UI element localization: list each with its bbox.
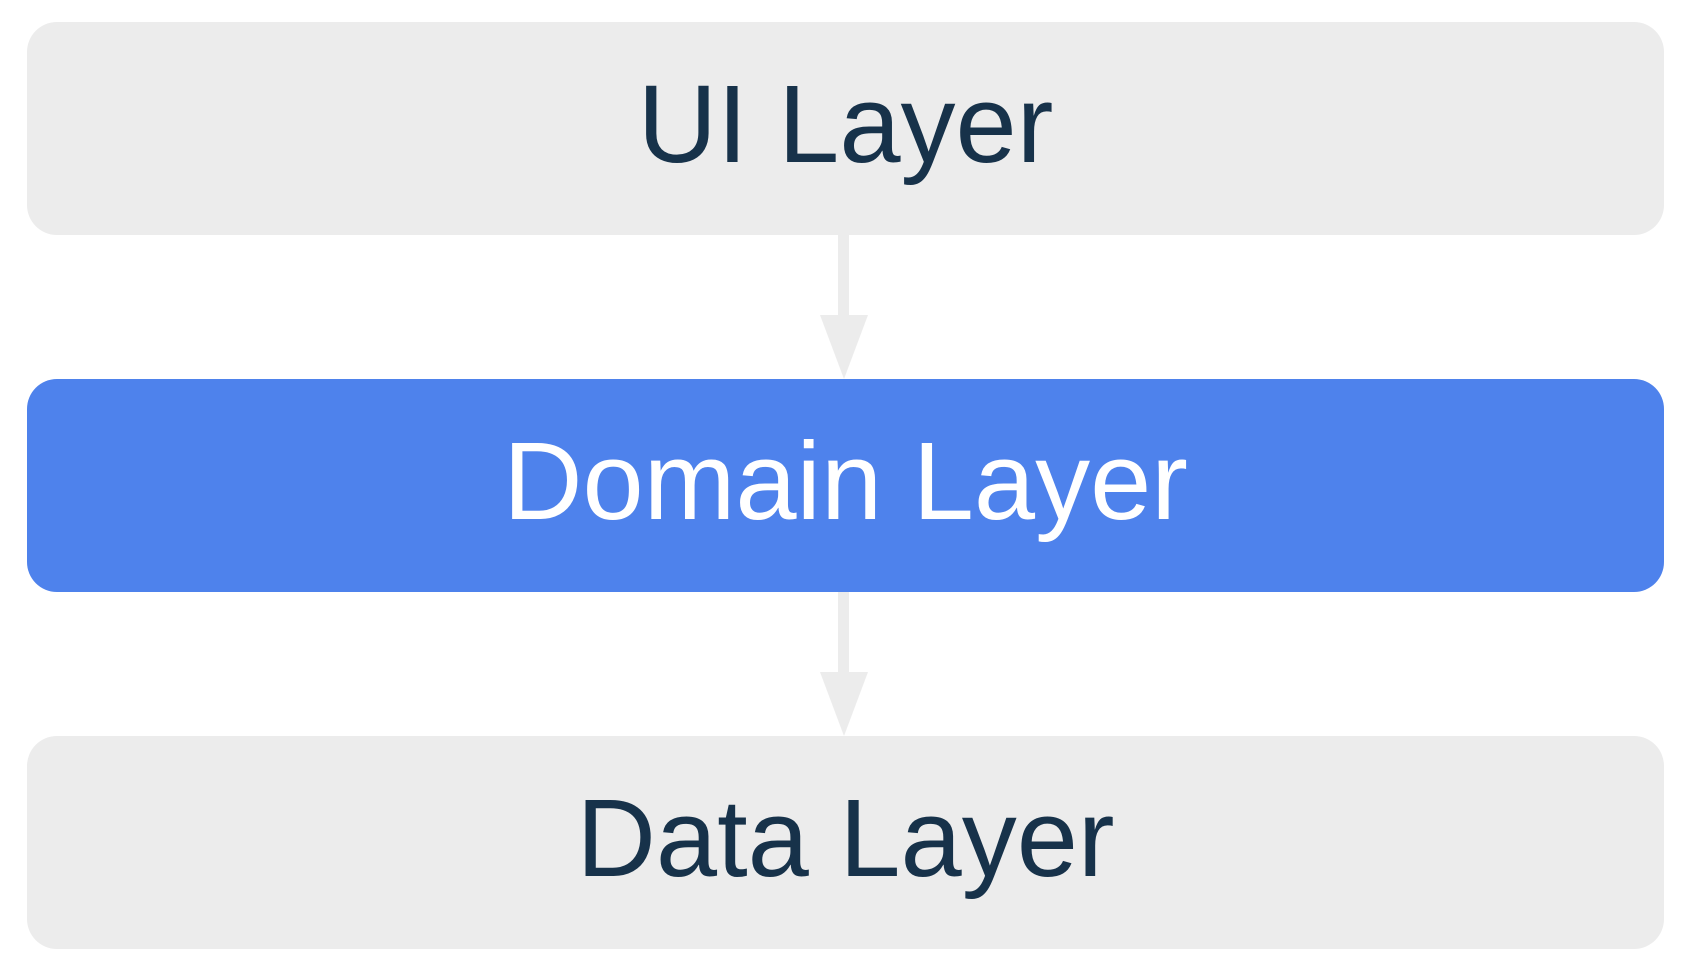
domain-layer-box: Domain Layer [27, 379, 1664, 592]
data-layer-box: Data Layer [27, 736, 1664, 949]
arrow-head [819, 315, 868, 379]
down-arrow-icon [0, 235, 1687, 379]
arrow-head [819, 672, 868, 736]
data-layer-label: Data Layer [576, 776, 1115, 900]
down-arrow-icon [0, 592, 1687, 736]
domain-layer-label: Domain Layer [503, 419, 1188, 543]
arrow-shaft [838, 235, 849, 315]
arrow-shaft [838, 592, 849, 672]
ui-layer-box: UI Layer [27, 22, 1664, 235]
ui-layer-label: UI Layer [637, 62, 1054, 186]
